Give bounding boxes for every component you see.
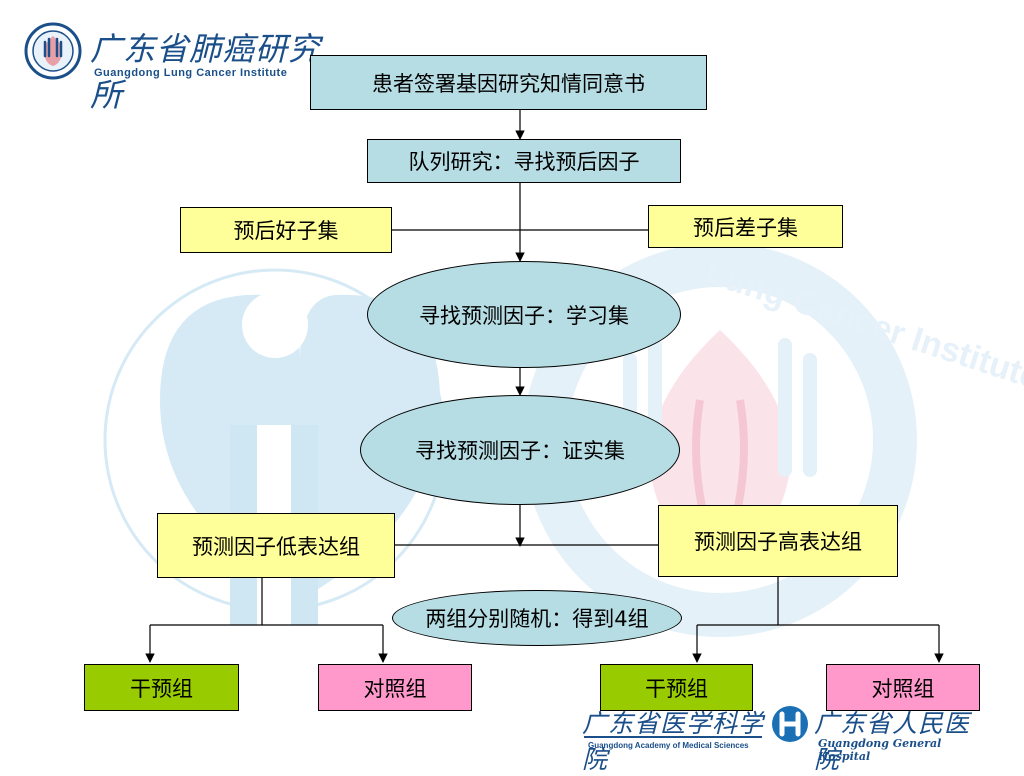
poor-prognosis-node: 预后差子集 (648, 205, 843, 248)
academy-logo: 广东省医学科学院 Guangdong Academy of Medical Sc… (582, 704, 767, 774)
good-prognosis-node: 预后好子集 (180, 207, 392, 253)
academy-name: 广东省医学科学院 (582, 709, 765, 774)
learning-set-node: 寻找预测因子：学习集 (367, 261, 681, 368)
right-control-node: 对照组 (826, 664, 980, 711)
hospital-emblem-icon (772, 706, 808, 742)
cohort-study-node: 队列研究：寻找预后因子 (367, 139, 681, 183)
hospital-logo: 广东省人民医院 Guangdong General Hospital (814, 704, 994, 774)
institute-emblem-icon (24, 22, 82, 80)
academy-english: Guangdong Academy of Medical Sciences (588, 741, 749, 750)
logo-subtitle: Guangdong Lung Cancer Institute (94, 67, 288, 79)
academy-underline (584, 736, 762, 738)
logo-title: 广东省肺癌研究所 (90, 30, 322, 114)
consent-node: 患者签署基因研究知情同意书 (310, 55, 707, 110)
hospital-english: Guangdong General Hospital (818, 737, 942, 763)
right-intervention-node: 干预组 (600, 664, 753, 711)
low-expression-node: 预测因子低表达组 (157, 513, 395, 578)
randomize-node: 两组分别随机：得到4组 (392, 590, 682, 646)
validation-set-node: 寻找预测因子：证实集 (360, 395, 680, 505)
left-control-node: 对照组 (318, 664, 472, 711)
header-logo: 广东省肺癌研究所 Guangdong Lung Cancer Institute (24, 22, 324, 114)
left-intervention-node: 干预组 (84, 664, 239, 711)
high-expression-node: 预测因子高表达组 (658, 505, 898, 577)
